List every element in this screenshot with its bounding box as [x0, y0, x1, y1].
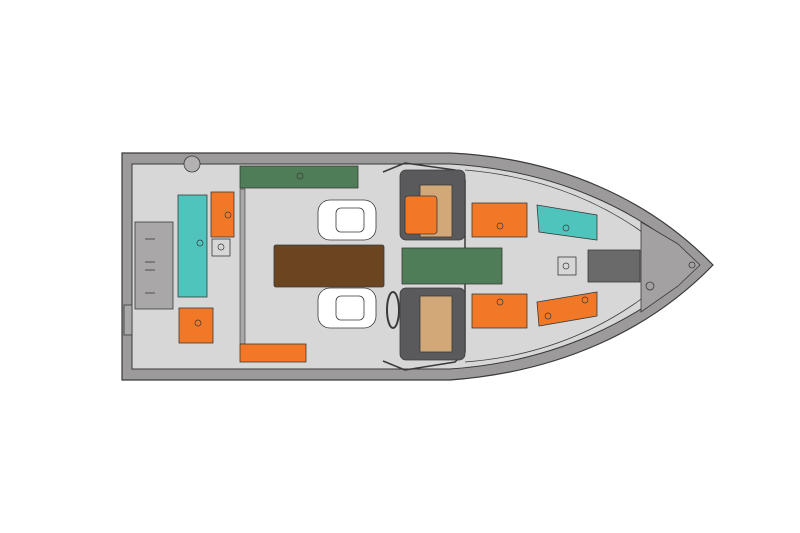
- driver-console-panel[interactable]: [419, 295, 453, 353]
- bow-storage-left[interactable]: [471, 202, 528, 238]
- walkthrough-deck[interactable]: [401, 247, 503, 285]
- hatch-latch-icon: [496, 222, 504, 230]
- passenger-seat[interactable]: [317, 199, 377, 241]
- side-storage[interactable]: [239, 343, 307, 363]
- transom: [134, 221, 174, 310]
- table[interactable]: [273, 244, 385, 288]
- rear-livewell[interactable]: [177, 194, 208, 298]
- driver-seat[interactable]: [317, 287, 377, 329]
- steering-wheel-icon[interactable]: [386, 291, 400, 329]
- rear-bulkhead: [239, 188, 246, 345]
- motor-mount: [123, 304, 133, 336]
- bow-drain-plate: [557, 256, 577, 276]
- hatch-latch-icon: [544, 312, 552, 320]
- hatch-latch-icon: [224, 211, 232, 219]
- cleat-icon: [183, 155, 201, 173]
- side-casting-deck[interactable]: [239, 165, 359, 189]
- hatch-latch-icon: [196, 239, 204, 247]
- glovebox[interactable]: [404, 195, 438, 235]
- drain-plate: [211, 238, 231, 257]
- bow-cleat-icon: [645, 281, 655, 291]
- bow-storage-right[interactable]: [471, 293, 528, 329]
- hatch-latch-icon: [581, 296, 589, 304]
- hatch-latch-icon: [194, 319, 202, 327]
- hatch-latch-icon: [562, 224, 570, 232]
- hatch-latch-icon: [296, 172, 304, 180]
- hatch-latch-icon: [496, 298, 504, 306]
- anchor-locker[interactable]: [640, 221, 701, 313]
- rear-storage-small[interactable]: [210, 191, 235, 238]
- trolling-motor-mount: [587, 249, 641, 283]
- bow-livewell[interactable]: [536, 204, 598, 241]
- hatch-latch-icon: [217, 243, 225, 251]
- hatch-latch-icon: [562, 262, 570, 270]
- bow-eye-icon: [688, 261, 696, 269]
